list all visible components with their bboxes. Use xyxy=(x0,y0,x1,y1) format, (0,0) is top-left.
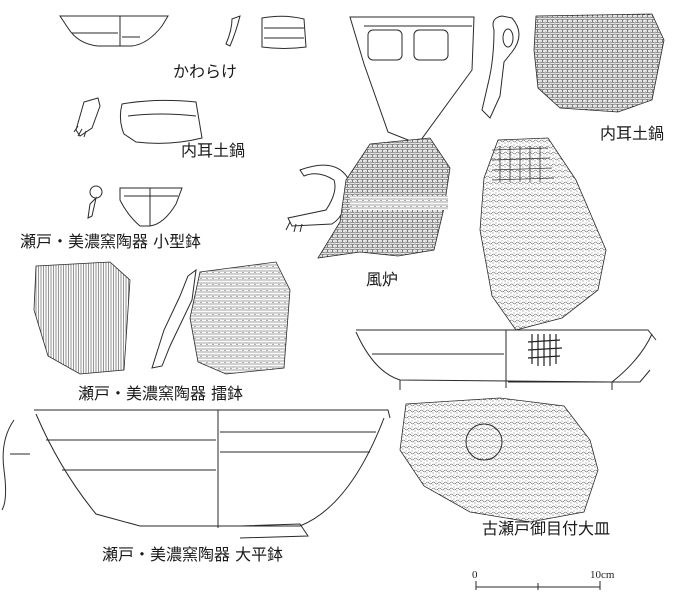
caption-suribachi: 瀬戸・美濃窯陶器 擂鉢 xyxy=(78,384,244,403)
caption-large-bowl: 瀬戸・美濃窯陶器 大平鉢 xyxy=(102,545,284,564)
large-plate-rubbing-lower xyxy=(399,397,599,523)
suribachi-profile xyxy=(151,268,197,369)
scale-label-end: 10cm xyxy=(590,569,615,581)
kawarake-drawing xyxy=(59,15,307,49)
large-plate-circle xyxy=(465,423,503,461)
suribachi-rubbing-left xyxy=(33,261,131,375)
large-plate-rubbing-upper xyxy=(479,137,607,331)
naiji-nabe-rubbing xyxy=(533,13,665,113)
caption-small-bowl: 瀬戸・美濃窯陶器 小型鉢 xyxy=(20,232,202,251)
small-bowl-drawing xyxy=(87,185,183,227)
grid-mark xyxy=(491,146,555,182)
large-plate-profile xyxy=(355,329,657,390)
caption-furo: 風炉 xyxy=(366,270,399,289)
scale-label-start: 0 xyxy=(472,569,478,581)
naiji-nabe-left-drawing xyxy=(73,97,203,144)
caption-kawarake: かわらけ xyxy=(173,62,238,81)
large-plate-mark xyxy=(527,334,563,366)
scale-bar xyxy=(475,581,601,590)
naiji-nabe-right-drawing xyxy=(349,15,520,145)
caption-naiji-nabe-right: 内耳土鍋 xyxy=(600,124,665,143)
caption-naiji-nabe-left: 内耳土鍋 xyxy=(181,141,246,160)
large-bowl-drawing xyxy=(1,409,391,539)
suribachi-rubbing-right xyxy=(189,261,291,375)
caption-large-plate: 古瀬戸御目付大皿 xyxy=(482,519,611,538)
furo-band xyxy=(350,196,448,210)
furo-drawing xyxy=(285,164,351,233)
